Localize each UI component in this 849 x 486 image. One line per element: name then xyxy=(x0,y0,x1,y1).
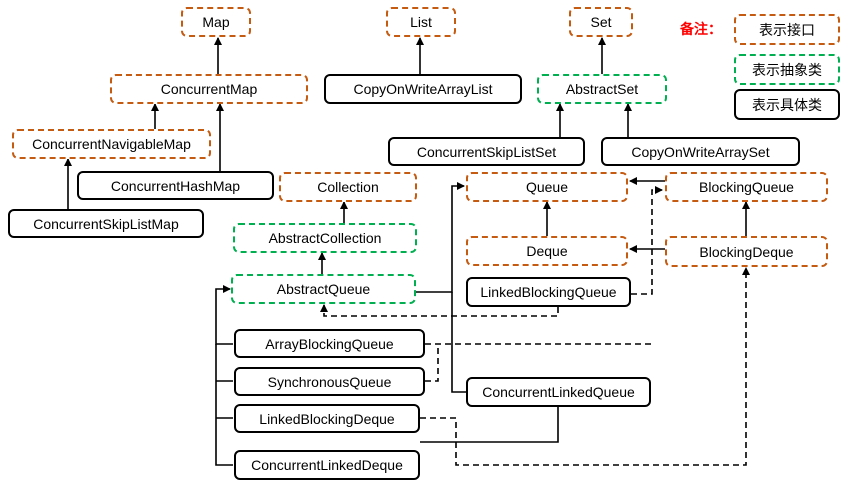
concurrent-skip-list-map-node: ConcurrentSkipListMap xyxy=(8,209,204,238)
blocking-queue-interface-node: BlockingQueue xyxy=(665,172,828,202)
edge-abstractqueue-queue xyxy=(416,182,465,293)
edge-concurrentlinkedqueue-queue xyxy=(451,292,466,393)
synchronous-queue-node: SynchronousQueue xyxy=(234,367,425,396)
deque-interface-node: Deque xyxy=(466,236,628,266)
legend-concrete-swatch: 表示具体类 xyxy=(734,89,840,120)
edge-synchronousqueue-blockingqueue xyxy=(425,344,439,382)
edge-linkedblockingqueue-abstractqueue xyxy=(320,304,559,317)
edge-concurrentlinkeddeque-deque xyxy=(420,406,559,443)
concurrent-navigable-map-node: ConcurrentNavigableMap xyxy=(12,129,211,159)
abstract-collection-node: AbstractCollection xyxy=(233,223,417,253)
concurrent-linked-queue-node: ConcurrentLinkedQueue xyxy=(466,377,651,407)
legend-title: 备注： xyxy=(680,22,722,38)
abstract-set-node: AbstractSet xyxy=(537,74,667,104)
linked-blocking-deque-node: LinkedBlockingDeque xyxy=(234,404,420,433)
legend-abstract-swatch: 表示抽象类 xyxy=(734,54,840,85)
legend-interface-swatch: 表示接口 xyxy=(734,14,840,45)
copy-on-write-array-list-node: CopyOnWriteArrayList xyxy=(324,74,522,104)
copy-on-write-array-set-node: CopyOnWriteArraySet xyxy=(601,137,800,166)
edge-linkedblockingqueue-blockingqueue xyxy=(631,186,663,295)
edge-linkedblockingdeque-blockingdeque xyxy=(420,267,750,466)
linked-blocking-queue-node: LinkedBlockingQueue xyxy=(466,277,631,307)
blocking-deque-interface-node: BlockingDeque xyxy=(665,236,828,267)
concurrent-skip-list-set-node: ConcurrentSkipListSet xyxy=(388,137,585,166)
edge-concrete-abstractqueue xyxy=(215,285,233,345)
concurrent-hash-map-node: ConcurrentHashMap xyxy=(77,171,274,200)
set-interface-node: Set xyxy=(569,7,633,37)
queue-interface-node: Queue xyxy=(466,172,628,202)
abstract-queue-node: AbstractQueue xyxy=(231,274,416,304)
list-interface-node: List xyxy=(386,7,456,37)
concurrent-map-node: ConcurrentMap xyxy=(110,74,308,104)
array-blocking-queue-node: ArrayBlockingQueue xyxy=(234,329,425,358)
map-interface-node: Map xyxy=(181,7,251,37)
edge-concurrentlinkeddeque-bus xyxy=(215,344,233,466)
concurrent-linked-deque-node: ConcurrentLinkedDeque xyxy=(234,450,420,480)
collection-interface-node: Collection xyxy=(279,172,417,202)
